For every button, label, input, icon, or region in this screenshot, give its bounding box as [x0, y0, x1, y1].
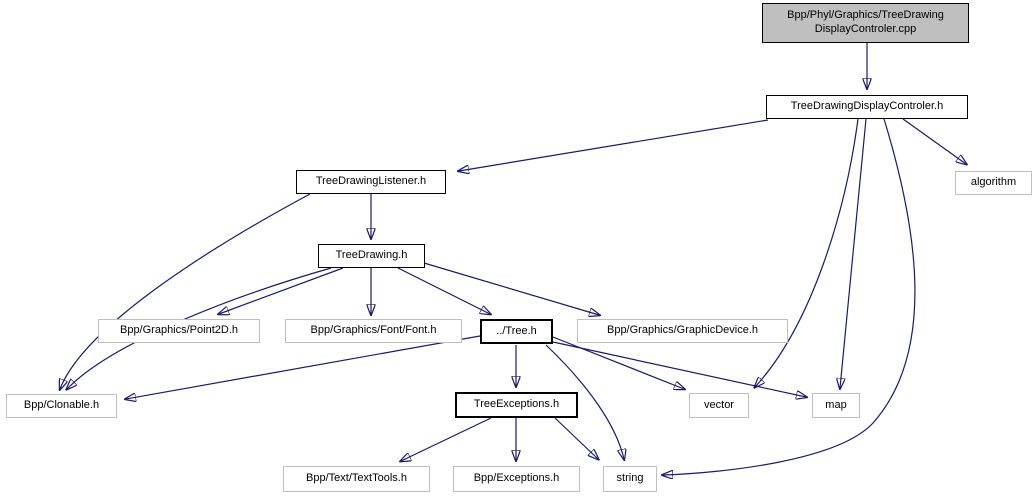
- edge-controller-to-listener: [459, 119, 769, 171]
- node-algorithm: algorithm: [955, 171, 1032, 195]
- node-bpp-exceptions-h: Bpp/Exceptions.h: [453, 466, 580, 492]
- node-vector: vector: [689, 393, 749, 418]
- edge-controller-to-algorithm: [902, 118, 966, 164]
- edge-tree-to-vector: [552, 336, 684, 389]
- edge-treedrawing-to-tree: [397, 267, 490, 314]
- edge-tree-to-map: [552, 341, 806, 397]
- edge-treeexceptions-to-string: [554, 417, 598, 459]
- edge-tree-to-clonable: [126, 335, 481, 399]
- node-string: string: [603, 466, 657, 492]
- node-treedrawingdisplaycontroler-h[interactable]: TreeDrawingDisplayControler.h: [766, 95, 968, 119]
- edge-treedrawing-to-point2d: [219, 267, 344, 314]
- edge-controller-to-map: [840, 118, 867, 388]
- node-tree-h[interactable]: ../Tree.h: [480, 319, 553, 344]
- node-treedrawing-h[interactable]: TreeDrawing.h: [318, 244, 425, 268]
- node-bpp-graphics-point2d-h: Bpp/Graphics/Point2D.h: [98, 319, 260, 343]
- node-bpp-clonable-h: Bpp/Clonable.h: [6, 394, 117, 418]
- edge-controller-to-vector: [755, 118, 859, 387]
- edge-listener-to-clonable: [60, 193, 311, 389]
- node-bpp-text-texttools-h: Bpp/Text/TextTools.h: [283, 466, 430, 492]
- edge-treeexceptions-to-texttools: [401, 417, 492, 461]
- node-treedrawinglistener-h[interactable]: TreeDrawingListener.h: [296, 170, 446, 194]
- edge-treedrawing-to-graphicdevice: [423, 262, 599, 315]
- node-bpp-graphics-graphicdevice-h: Bpp/Graphics/GraphicDevice.h: [577, 319, 788, 343]
- edge-tree-to-string: [545, 344, 624, 459]
- node-treeexceptions-h[interactable]: TreeExceptions.h: [455, 392, 578, 418]
- node-map: map: [812, 393, 860, 418]
- node-treedrawingdisplaycontroler-cpp: Bpp/Phyl/Graphics/TreeDrawing DisplayCon…: [762, 3, 969, 43]
- edge-controller-to-string: [663, 118, 916, 475]
- node-bpp-graphics-font-font-h: Bpp/Graphics/Font/Font.h: [285, 319, 462, 343]
